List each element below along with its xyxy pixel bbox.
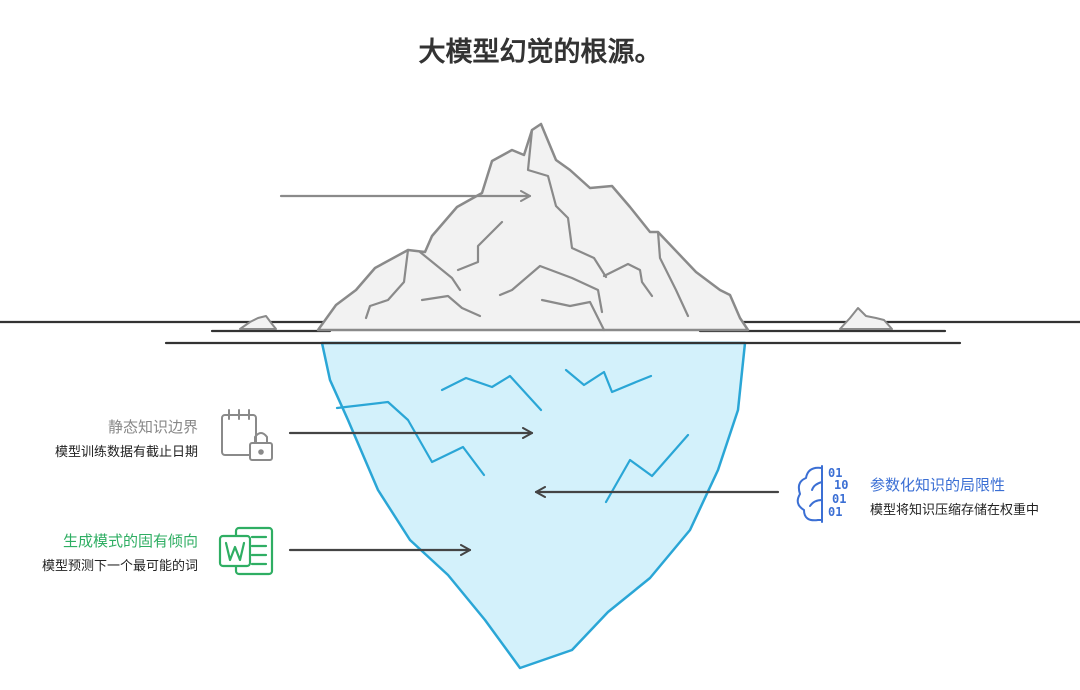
small-ice-chunks [239,307,893,330]
iceberg-tip [316,122,750,332]
parametric-knowledge-heading: 参数化知识的局限性 [870,476,1006,494]
calendar-lock-icon [221,409,273,461]
iceberg-underwater [320,341,747,670]
generation-pattern-label: 生成模式的固有倾向 模型预测下一个最可能的词 [8,530,198,574]
generation-pattern-description: 模型预测下一个最可能的词 [41,559,198,574]
binary-digit: 01 [832,492,846,506]
static-knowledge-heading: 静态知识边界 [107,418,198,436]
arrows [279,190,780,556]
brain-binary-icon: 01 10 01 01 [796,465,848,523]
static-knowledge-label: 静态知识边界 模型训练数据有截止日期 [20,416,198,460]
static-knowledge-description: 模型训练数据有截止日期 [54,445,198,460]
page-title: 大模型幻觉的根源。 [418,37,662,68]
binary-digit: 10 [834,478,848,492]
binary-digit: 01 [828,466,842,480]
parametric-knowledge-label: 参数化知识的局限性 模型将知识压缩存储在权重中 [870,474,1080,518]
binary-digit: 01 [828,505,842,519]
parametric-knowledge-description: 模型将知识压缩存储在权重中 [870,503,1040,518]
word-document-icon [218,526,274,576]
generation-pattern-heading: 生成模式的固有倾向 [62,532,198,550]
